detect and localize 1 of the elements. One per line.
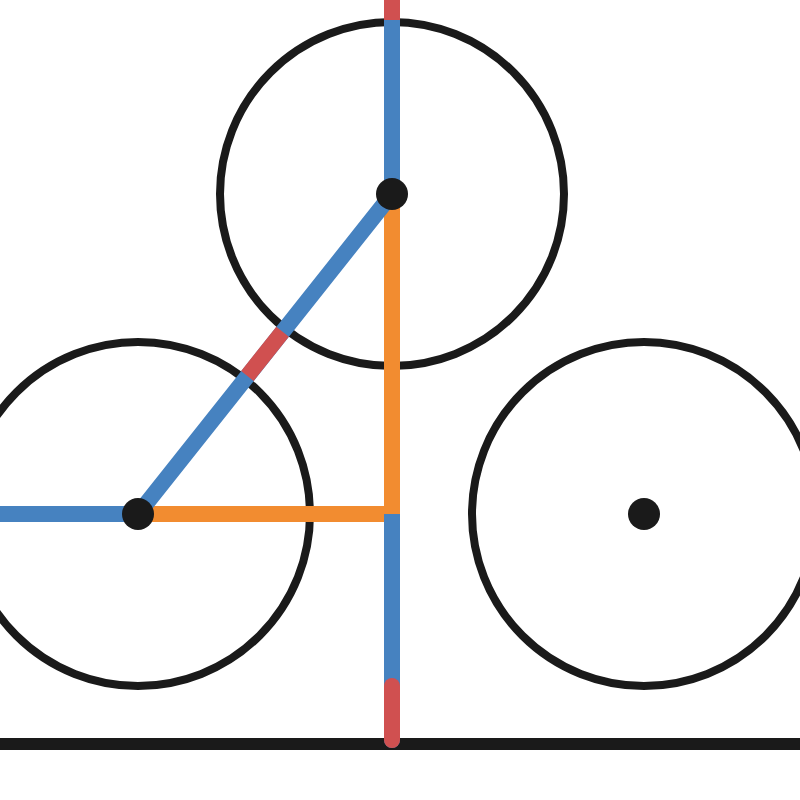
circle-outline xyxy=(216,18,568,370)
